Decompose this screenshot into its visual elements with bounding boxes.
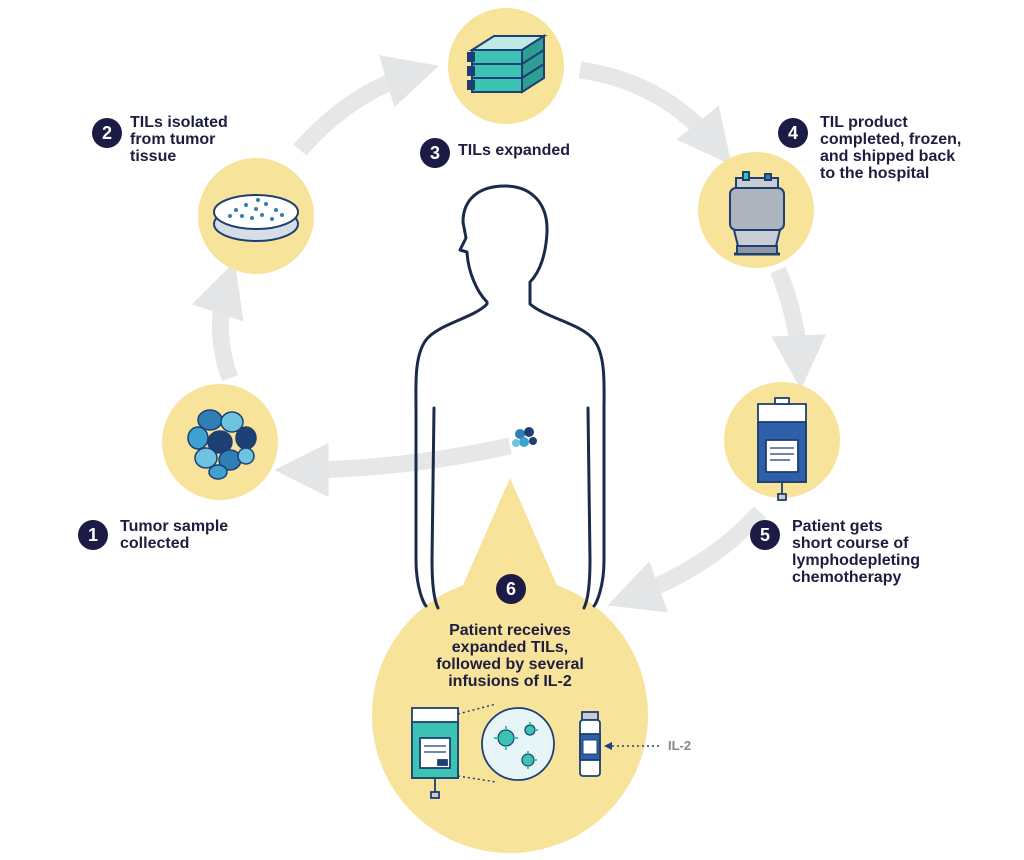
step3-badge: 3 <box>420 138 450 168</box>
arrow-5-to-6 <box>607 506 767 613</box>
step6-label-line: infusions of IL-2 <box>448 673 572 690</box>
step6-label-line: Patient receives <box>449 622 571 639</box>
arrow-3-to-4 <box>578 61 732 165</box>
step5-label-line: short course of <box>792 535 909 552</box>
step4-badge: 4 <box>778 118 808 148</box>
til-infusion-bag-icon <box>411 707 459 799</box>
step4-label-line: completed, frozen, <box>820 131 962 148</box>
arrow-tumor-to-1 <box>274 437 512 498</box>
arrow-4-to-5 <box>770 266 826 390</box>
tumor-in-body-icon <box>512 427 537 447</box>
magnified-til-cells-icon <box>481 707 555 781</box>
step4-label-line: TIL product <box>820 114 908 131</box>
il2-label: IL-2 <box>668 738 692 753</box>
step3-label: TILs expanded <box>458 142 570 159</box>
step2-label-line: TILs isolated <box>130 114 228 131</box>
petri-dish-icon <box>213 194 299 242</box>
step2-label: TILs isolated from tumor tissue <box>130 114 228 165</box>
step5-label: Patient gets short course of lymphodeple… <box>792 518 920 586</box>
step6-badge: 6 <box>496 574 526 604</box>
step5-label-line: chemotherapy <box>792 569 902 586</box>
step2-circle <box>198 158 314 274</box>
body-outline <box>414 184 606 610</box>
step5-circle <box>724 382 840 501</box>
step2-label-line: from tumor <box>130 131 216 148</box>
magnify-dotted-lines <box>457 703 497 783</box>
cycle-arrows <box>191 55 826 613</box>
step5-label-line: lymphodepleting <box>792 552 920 569</box>
il2-vial-icon <box>579 711 601 777</box>
chemo-iv-bag-icon <box>757 397 807 501</box>
step5-label-line: Patient gets <box>792 518 883 535</box>
step2-label-line: tissue <box>130 148 177 165</box>
step4-label-line: and shipped back <box>820 148 956 165</box>
step6-label-line: followed by several <box>436 656 584 673</box>
step6-label: Patient receives expanded TILs, followed… <box>410 622 610 690</box>
step6-label-line: expanded TILs, <box>451 639 569 656</box>
step1-label-line: Tumor sample <box>120 518 229 535</box>
step1-circle <box>162 384 278 500</box>
step2-badge: 2 <box>92 118 122 148</box>
tumor-cluster-icon <box>187 409 257 480</box>
arrow-1-to-2 <box>191 261 244 381</box>
cryo-freezer-icon <box>729 171 785 256</box>
step4-label-line: to the hospital <box>820 165 930 182</box>
step3-circle <box>448 8 564 124</box>
step4-circle <box>698 152 814 268</box>
culture-flask-stack-icon <box>467 34 548 94</box>
step4-label: TIL product completed, frozen, and shipp… <box>820 114 961 182</box>
step1-label-line: collected <box>120 535 190 552</box>
step1-label: Tumor sample collected <box>120 518 228 552</box>
step3-label-line: TILs expanded <box>458 142 571 159</box>
il2-pointer-arrowhead <box>604 742 612 750</box>
arrow-2-to-3 <box>293 55 439 156</box>
step1-badge: 1 <box>78 520 108 550</box>
step5-badge: 5 <box>750 520 780 550</box>
